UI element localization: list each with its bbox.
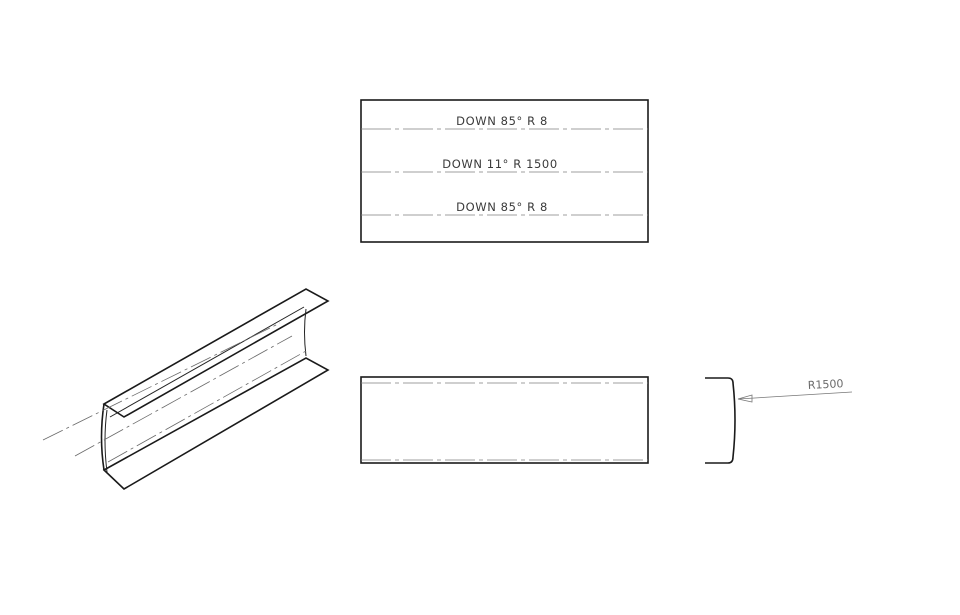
- iso-web-back-edge: [304, 308, 307, 357]
- iso-web-inner-edge: [104, 409, 108, 473]
- bend-note-3: DOWN 85° R 8: [456, 200, 548, 214]
- radius-leader-arrow: [737, 394, 753, 403]
- front-view-outline: [360, 376, 649, 464]
- iso-upper-bend-tangent: [109, 306, 305, 418]
- radius-leader-line: [737, 391, 853, 400]
- iso-web-front-edge: [100, 403, 105, 471]
- iso-bottom-flange: [102, 357, 330, 490]
- iso-lower-bend-line: [107, 350, 307, 463]
- flat-pattern-view: DOWN 85° R 8 DOWN 11° R 1500 DOWN 85° R …: [360, 99, 649, 243]
- bend-note-1: DOWN 85° R 8: [456, 114, 548, 128]
- iso-top-flange: [102, 288, 330, 418]
- radius-label: R1500: [807, 377, 843, 392]
- iso-centerline-2: [74, 335, 293, 457]
- side-view-profile: [705, 377, 736, 464]
- front-view: [360, 376, 649, 464]
- side-view: R1500: [705, 377, 853, 464]
- bend-note-2: DOWN 11° R 1500: [442, 157, 558, 171]
- iso-centerline-1: [42, 322, 281, 441]
- isometric-view: [42, 288, 330, 490]
- flat-pattern-outline: [360, 99, 649, 243]
